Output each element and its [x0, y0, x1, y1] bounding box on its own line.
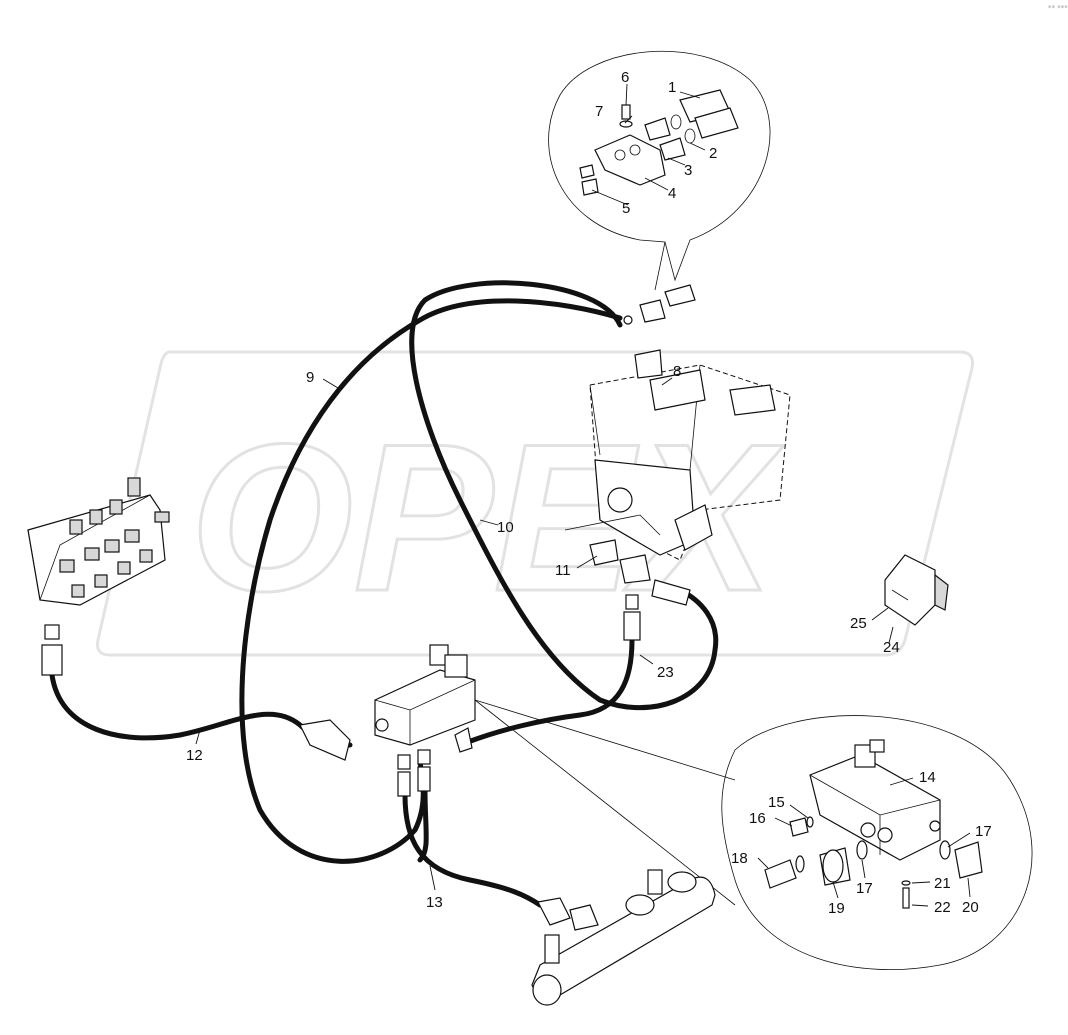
- bottom-manifold-tube: [531, 869, 716, 1006]
- callout-17a: 17: [975, 823, 992, 840]
- callout-5: 5: [622, 200, 630, 217]
- callout-13: 13: [426, 894, 443, 911]
- hose-23: [465, 637, 635, 745]
- callout-12: 12: [186, 747, 203, 764]
- detail-bubble-top: [548, 50, 771, 291]
- hoses: [49, 280, 719, 908]
- callout-22: 22: [934, 899, 951, 916]
- callout-17b: 17: [856, 880, 873, 897]
- callout-21: 21: [934, 875, 951, 892]
- corner-mark: ** ***: [1048, 4, 1068, 12]
- rocker-switch: [884, 554, 949, 626]
- control-valve-bank: [27, 477, 170, 676]
- callout-14: 14: [919, 769, 936, 786]
- callout-labels: 1 2 3 4 5 6 7 8 9 10 11 12 13 14 15 16 1…: [186, 69, 992, 917]
- callout-3: 3: [684, 162, 692, 179]
- callout-23: 23: [657, 664, 674, 681]
- watermark: OPEX: [96, 350, 974, 657]
- callout-25: 25: [850, 615, 867, 632]
- callout-15: 15: [768, 794, 785, 811]
- callout-7: 7: [595, 103, 603, 120]
- callout-11: 11: [555, 562, 571, 579]
- callout-10: 10: [497, 519, 514, 536]
- callout-2: 2: [709, 145, 717, 162]
- callout-1: 1: [668, 79, 676, 96]
- hose-10: [409, 280, 719, 711]
- central-solenoid-valve: [299, 644, 476, 797]
- callout-4: 4: [668, 185, 676, 202]
- hose-9: [239, 298, 623, 864]
- detail-bubble-bottom: [474, 699, 1033, 970]
- hose-13: [402, 792, 543, 908]
- callout-20: 20: [962, 899, 979, 916]
- tank-pump-assembly: [564, 349, 791, 641]
- leader-lines: [195, 83, 971, 907]
- bottom-detail-parts: [764, 739, 983, 909]
- callout-9: 9: [306, 369, 314, 386]
- callout-6: 6: [621, 69, 629, 86]
- callout-18: 18: [731, 850, 748, 867]
- top-detail-parts: [579, 89, 739, 196]
- callout-16: 16: [749, 810, 766, 827]
- hose-13b: [417, 787, 429, 863]
- callout-8: 8: [673, 363, 681, 380]
- callout-19: 19: [828, 900, 845, 917]
- tank-top-fittings: [623, 284, 696, 325]
- callout-24: 24: [883, 639, 900, 656]
